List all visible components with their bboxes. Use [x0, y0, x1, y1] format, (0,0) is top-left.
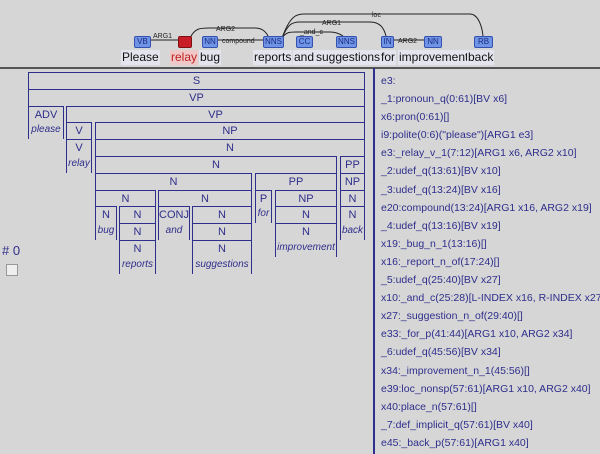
mrs-predication: _5:udef_q(25:40)[BV x27] [381, 274, 501, 287]
tree-node: N [158, 189, 252, 207]
word[interactable]: reports [253, 50, 293, 65]
tree-node: N [340, 206, 365, 224]
tree-node: N [192, 206, 252, 224]
tree-node: N [192, 240, 252, 257]
mrs-predication: _2:udef_q(13:61)[BV x10] [381, 165, 501, 178]
tree-node: VP [28, 88, 365, 106]
tree-node: NP [340, 172, 365, 190]
mrs-predication: _4:udef_q(13:16)[BV x19] [381, 219, 501, 232]
pos-tag[interactable]: NN [424, 36, 442, 48]
mrs-predication: _1:pronoun_q(0:61)[BV x6] [381, 93, 508, 106]
pos-tag[interactable]: NN [202, 36, 218, 48]
mrs-predication: e3: [381, 75, 396, 87]
tree-leaf-word: please [28, 122, 64, 140]
tree-node: N [340, 189, 365, 207]
tree-node: N [95, 172, 252, 190]
arc-label: compound [222, 38, 255, 45]
tree-node: N [192, 223, 252, 241]
pos-tag[interactable]: JJ [178, 36, 192, 48]
word[interactable]: back [467, 50, 495, 65]
tree-leaf-word: reports [119, 256, 156, 274]
pos-tag[interactable]: IN [381, 36, 394, 48]
word[interactable]: and [293, 50, 316, 65]
pos-tag[interactable]: RB [474, 36, 493, 48]
tree-node: N [95, 156, 337, 173]
arc-label: loc [372, 12, 381, 19]
mrs-predication: x16:_report_n_of(17:24)[] [381, 255, 500, 268]
mrs-predication: e39:loc_nonsp(57:61)[ARG1 x10, ARG2 x40] [381, 382, 591, 395]
mrs-predication: _7:def_implicit_q(57:61)[BV x40] [381, 418, 533, 431]
dependency-arcs: ARG1 ARG2 compound _and_c ARG1 ARG2 loc [149, 12, 484, 45]
mrs-predication: x27:_suggestion_n_of(29:40)[] [381, 310, 523, 323]
mrs-predication: x10:_and_c(25:28)[L-INDEX x16, R-INDEX x… [381, 292, 600, 305]
pos-tag[interactable]: NNS [263, 36, 284, 48]
tree-leaf-word: bug [95, 223, 117, 241]
tree-node: NP [95, 122, 365, 140]
tree-node: N [275, 206, 337, 224]
tree-leaf-word: relay [66, 156, 92, 173]
pos-tag[interactable]: CC [296, 36, 313, 48]
result-id: # 0 [2, 243, 21, 258]
tree-node: V [66, 139, 92, 157]
tree-leaf-word: for [255, 206, 272, 224]
mrs-panel: e3: _1:pronoun_q(0:61)[BV x6] x6:pron(0:61… [373, 68, 600, 454]
tree-node: N [119, 240, 156, 257]
word[interactable]: suggestions [315, 50, 382, 65]
tree-leaf-word: improvement [275, 240, 337, 257]
tree-node: P [255, 189, 272, 207]
mrs-predication: x6:pron(0:61)[] [381, 111, 450, 124]
mrs-predication: _3:udef_q(13:24)[BV x16] [381, 183, 501, 196]
mrs-predication: x40:place_n(57:61)[] [381, 400, 477, 413]
tree-node: VP [66, 105, 365, 123]
pos-tag[interactable]: NNS [336, 36, 357, 48]
mrs-predication: e20:compound(13:24)[ARG1 x16, ARG2 x19] [381, 201, 592, 214]
arc-label: ARG1 [153, 33, 172, 40]
mrs-predication: e45:_back_p(57:61)[ARG1 x40] [381, 436, 529, 449]
pos-tag[interactable]: VB [134, 36, 151, 48]
word[interactable]: bug [199, 50, 222, 65]
word[interactable]: for [380, 50, 397, 65]
mrs-predication: e3:_relay_v_1(7:12)[ARG1 x6, ARG2 x10] [381, 147, 577, 160]
arc-label: _and_c [299, 29, 323, 36]
tree-node: ADV [28, 105, 64, 123]
word[interactable]: Please [121, 50, 160, 65]
arc-label: ARG1 [322, 20, 341, 27]
tree-node: N [119, 223, 156, 241]
tree-node: N [95, 189, 156, 207]
tree-node: NP [275, 189, 337, 207]
dependency-view: ARG1 ARG2 compound _and_c ARG1 ARG2 loc … [0, 0, 600, 69]
tree-node: CONJ [158, 206, 190, 224]
word[interactable]: relay [170, 50, 199, 65]
tree-leaf-word: suggestions [192, 256, 252, 274]
arc-label: ARG2 [398, 38, 417, 45]
mrs-predication: e33:_for_p(41:44)[ARG1 x10, ARG2 x34] [381, 328, 573, 341]
mrs-predication: x34:_improvement_n_1(45:56)[] [381, 364, 530, 377]
tree-node: PP [340, 156, 365, 173]
word[interactable]: improvement [398, 50, 470, 65]
arc-label: ARG2 [216, 26, 235, 33]
tree-node: N [119, 206, 156, 224]
tree-leaf-word: back [340, 223, 365, 241]
tree-node: N [95, 206, 117, 224]
mrs-predication: i9:polite(0:6)("please")[ARG1 e3] [381, 129, 534, 142]
mrs-predication: x19:_bug_n_1(13:16)[] [381, 237, 487, 250]
mrs-predication: _6:udef_q(45:56)[BV x34] [381, 346, 501, 359]
tree-node: V [66, 122, 92, 140]
tree-node: N [95, 139, 365, 157]
tree-leaf-word: and [158, 223, 190, 241]
tree-node: PP [255, 172, 337, 190]
tree-node: N [275, 223, 337, 241]
tree-node: S [28, 72, 365, 89]
select-checkbox[interactable] [6, 264, 18, 276]
